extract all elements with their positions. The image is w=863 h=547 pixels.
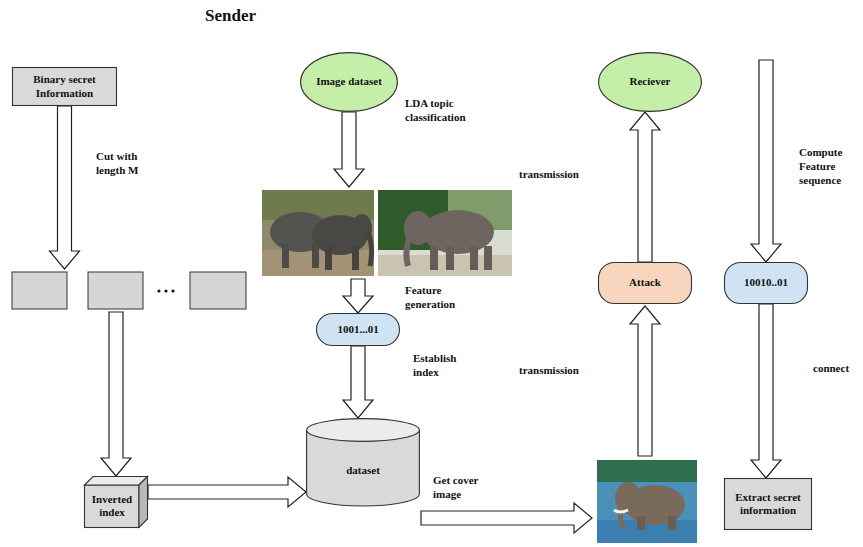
hollow-arrow bbox=[630, 306, 660, 456]
edge-label: Establish index bbox=[412, 352, 476, 380]
feature-box: 10010..01 bbox=[724, 262, 808, 304]
node-text: Binary secret Information bbox=[18, 73, 111, 99]
feature-box-part bbox=[317, 314, 400, 346]
annotation-label: Get cover image bbox=[432, 474, 510, 502]
hollow-arrow-connector bbox=[751, 304, 781, 478]
node-text: 10010..01 bbox=[744, 276, 788, 289]
hollow-arrow bbox=[421, 503, 592, 533]
grey-box: Extract secret information bbox=[724, 478, 812, 530]
cylinder-part bbox=[307, 419, 420, 442]
elephant-photo bbox=[378, 190, 512, 276]
hollow-arrow-connector bbox=[343, 346, 373, 418]
hollow-arrow-connector bbox=[148, 477, 306, 507]
arrow-segment bbox=[751, 304, 781, 478]
hollow-arrow-connector bbox=[751, 60, 781, 262]
annotation-label: transmission bbox=[518, 364, 580, 378]
arrow-segment bbox=[148, 477, 306, 507]
arrow-segment bbox=[343, 279, 373, 313]
grey-box-part bbox=[13, 68, 117, 106]
segment-box bbox=[12, 272, 67, 309]
cube-box-part bbox=[85, 477, 148, 486]
edge-label: connect bbox=[812, 362, 850, 376]
arrow-segment bbox=[751, 60, 781, 262]
segment-box bbox=[190, 272, 246, 309]
node-text: Attack bbox=[629, 276, 661, 289]
attack-box: Attack bbox=[598, 262, 692, 304]
node-text: dataset bbox=[346, 464, 380, 477]
feature-box: 1001...01 bbox=[316, 313, 400, 346]
cube-box-part bbox=[139, 477, 148, 528]
edge-label: Cut with length M bbox=[95, 150, 153, 178]
node-text: Extract secret information bbox=[730, 491, 806, 517]
node-text: Reciever bbox=[630, 75, 671, 88]
diagram-title: Sender bbox=[205, 6, 256, 26]
green-ellipse: Image dataset bbox=[300, 52, 398, 112]
attack-box-part bbox=[599, 263, 692, 304]
hollow-arrow-connector bbox=[630, 112, 660, 262]
edge-label: transmission bbox=[518, 168, 580, 182]
node-text: 1001...01 bbox=[337, 323, 378, 336]
arrow-segment bbox=[50, 106, 80, 269]
cube-box-part bbox=[85, 485, 140, 528]
cover-image bbox=[597, 460, 697, 543]
hollow-arrow-connector bbox=[334, 112, 373, 313]
feature-box-part bbox=[725, 263, 808, 304]
node-text: Inverted index bbox=[90, 493, 134, 519]
edge-label: LDA topic classification bbox=[404, 97, 488, 125]
ellipsis-dots bbox=[157, 289, 174, 292]
grey-box: Binary secret Information bbox=[12, 67, 117, 106]
elephant-photo bbox=[262, 190, 374, 276]
arrow-segment bbox=[343, 346, 373, 418]
grey-box-part bbox=[725, 479, 812, 530]
cube-box: Inverted index bbox=[84, 476, 148, 528]
cylinder: dataset bbox=[306, 418, 420, 506]
annotation-label: Feature generation bbox=[404, 284, 478, 312]
node-text: Image dataset bbox=[316, 75, 382, 88]
edge-label: Compute Feature sequence bbox=[798, 146, 858, 187]
arrow-segment bbox=[334, 112, 364, 187]
green-ellipse-part bbox=[301, 53, 398, 112]
arrow-segment bbox=[630, 112, 660, 262]
green-ellipse-part bbox=[599, 53, 702, 112]
arrow-segment bbox=[101, 312, 131, 476]
segment-box bbox=[88, 272, 143, 309]
green-ellipse: Reciever bbox=[598, 52, 702, 112]
cylinder-outline bbox=[306, 418, 420, 506]
